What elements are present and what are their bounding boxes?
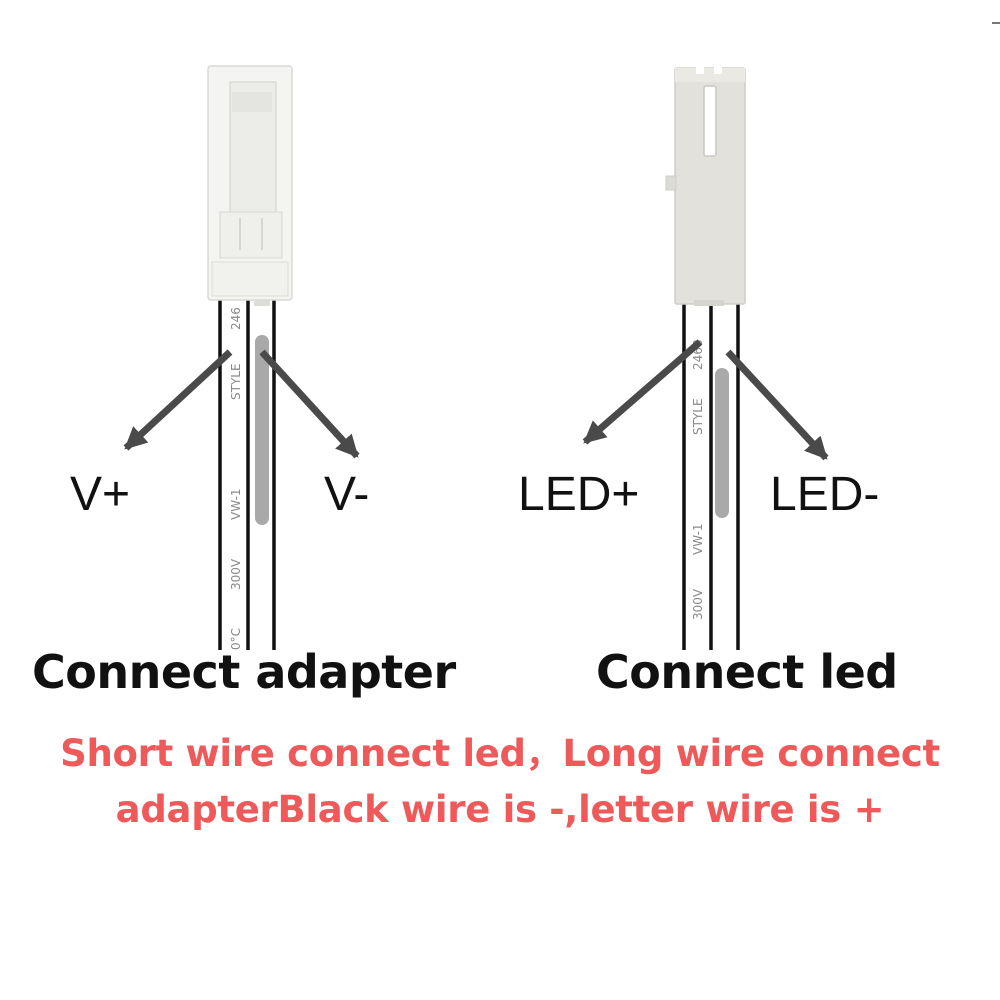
- wiring-note-line-2: adapterBlack wire is -,letter wire is +: [115, 788, 885, 831]
- adapter-connector: 246 STYLE VW-1 300V 0°C V+ V-: [70, 65, 369, 650]
- adapter-wire-print-rating: VW-1: [229, 488, 243, 520]
- wiring-note: Short wire connect led，Long wire connect…: [0, 726, 1000, 838]
- adapter-plus-label: V+: [70, 468, 130, 521]
- led-minus-arrow: [725, 349, 829, 461]
- led-minus-label: LED-: [770, 468, 879, 521]
- adapter-wire-print-voltage: 300V: [229, 558, 243, 590]
- led-connector: 2468 STYLE VW-1 300V LED+ LED-: [518, 64, 879, 650]
- led-plus-label: LED+: [518, 468, 639, 521]
- led-caption: Connect led: [596, 645, 898, 699]
- adapter-wire-print-style: STYLE: [229, 363, 243, 400]
- adapter-minus-arrow: [259, 349, 360, 459]
- adapter-housing: [207, 65, 293, 306]
- led-wire-print-style: STYLE: [691, 398, 705, 435]
- led-wire-print-rating: VW-1: [691, 523, 705, 555]
- adapter-wire-print-temp: 0°C: [229, 628, 243, 650]
- wiring-note-line-1: Short wire connect led，Long wire connect: [60, 732, 940, 775]
- adapter-wire-print-code: 246: [229, 307, 243, 330]
- led-wire-stripe: [715, 368, 729, 518]
- corner-tick-mark: [992, 22, 1000, 24]
- adapter-wire-stripe: [255, 335, 269, 525]
- led-plus-arrow: [582, 339, 703, 445]
- adapter-minus-label: V-: [324, 468, 369, 521]
- adapter-caption: Connect adapter: [32, 645, 456, 699]
- adapter-plus-arrow: [123, 349, 233, 451]
- led-housing: [665, 64, 746, 306]
- led-wire-print-voltage: 300V: [691, 588, 705, 620]
